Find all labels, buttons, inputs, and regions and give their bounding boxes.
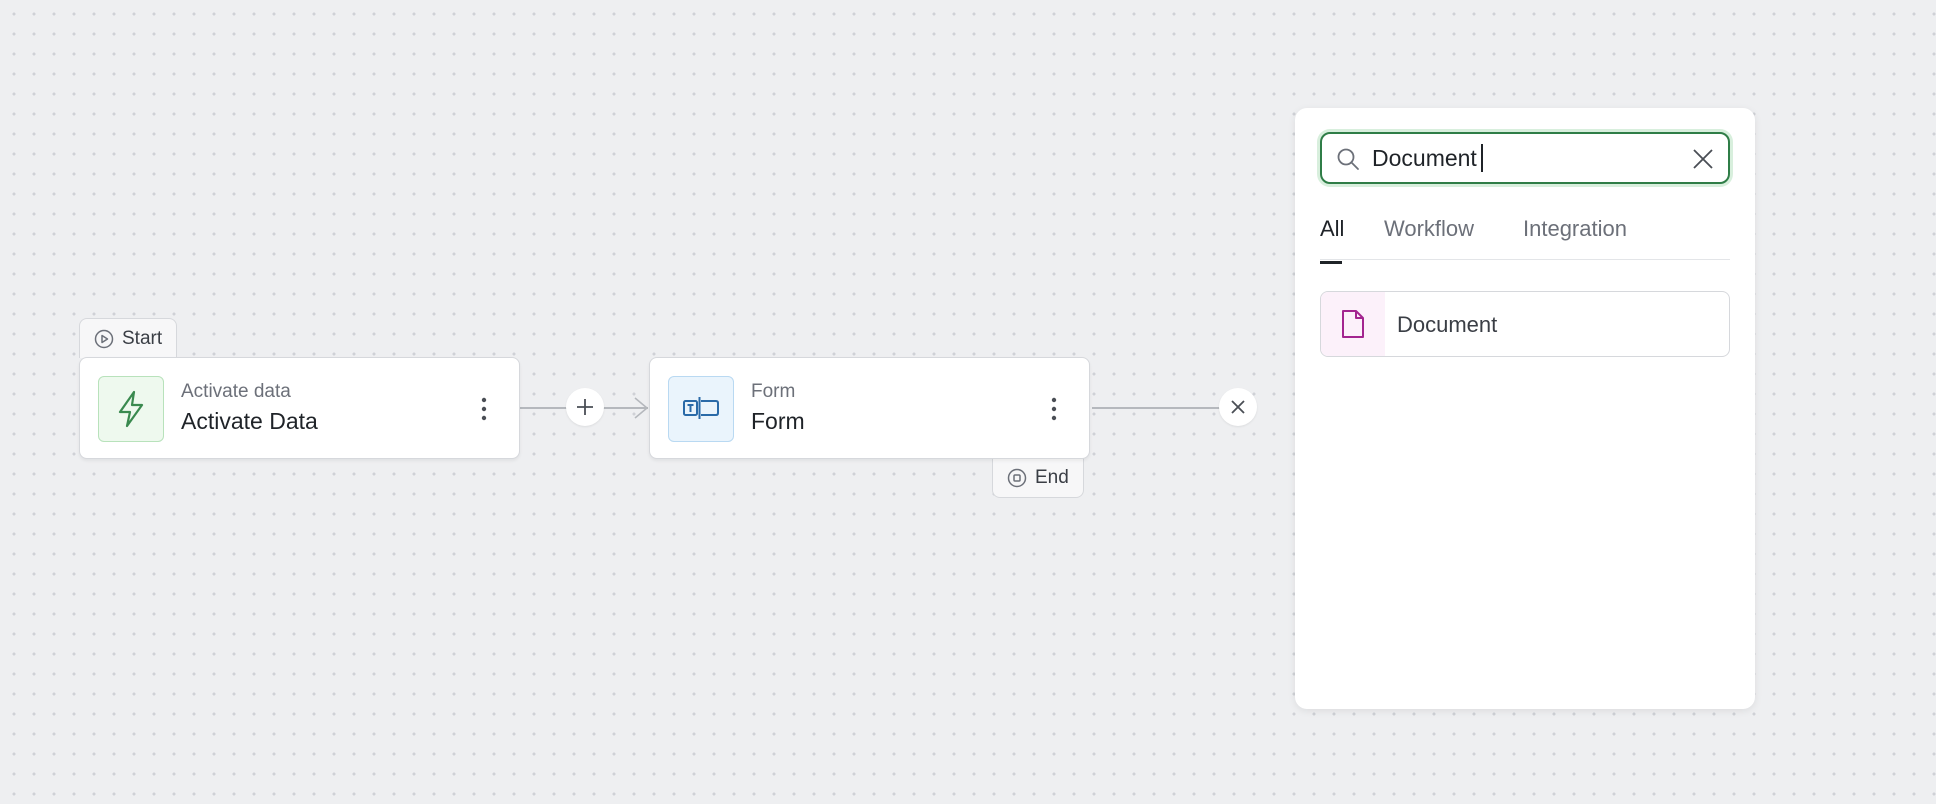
search-field[interactable] [1320,132,1730,184]
cancel-add-step-button[interactable] [1219,388,1257,426]
clear-search-button[interactable] [1688,144,1718,174]
close-icon [1231,400,1245,414]
add-step-panel: All Workflow Integration Document [1295,108,1755,709]
active-tab-indicator [1320,261,1342,264]
play-circle-icon [94,329,114,348]
tab-integration[interactable]: Integration [1523,216,1627,241]
vertical-dots-icon [1051,397,1057,421]
node-subtitle: Activate data [181,381,291,402]
workflow-node-activate-data[interactable]: Activate data Activate Data [79,357,520,459]
node-icon-box [668,376,734,442]
category-tabs: All Workflow Integration [1320,216,1730,260]
end-label-text: End [1035,466,1069,488]
search-input[interactable] [1372,142,1672,174]
start-label-text: Start [122,327,163,349]
node-title: Activate Data [181,408,318,434]
workflow-node-form[interactable]: Form Form [649,357,1090,459]
node-title: Form [751,408,805,434]
search-icon [1337,148,1359,170]
close-icon [1693,149,1713,169]
search-result-item[interactable]: Document [1320,291,1730,357]
add-step-button[interactable] [566,388,604,426]
tab-workflow[interactable]: Workflow [1384,216,1475,241]
arrow-head-icon [634,397,649,419]
node-menu-button[interactable] [1043,392,1065,426]
document-icon [1342,310,1364,338]
stop-circle-icon [1007,468,1027,487]
lightning-icon [118,390,144,428]
search-icon-wrap [1336,147,1360,176]
connector-line [1092,407,1222,409]
tab-all[interactable]: All [1320,216,1345,241]
node-menu-button[interactable] [473,392,495,426]
start-label: Start [79,318,178,358]
node-subtitle: Form [751,381,796,402]
result-icon-box [1321,292,1385,356]
vertical-dots-icon [481,397,487,421]
result-label: Document [1397,312,1498,337]
node-icon-box [98,376,164,442]
form-icon [683,397,719,419]
end-label: End [992,458,1084,498]
text-caret [1481,144,1483,172]
plus-icon [577,399,593,415]
